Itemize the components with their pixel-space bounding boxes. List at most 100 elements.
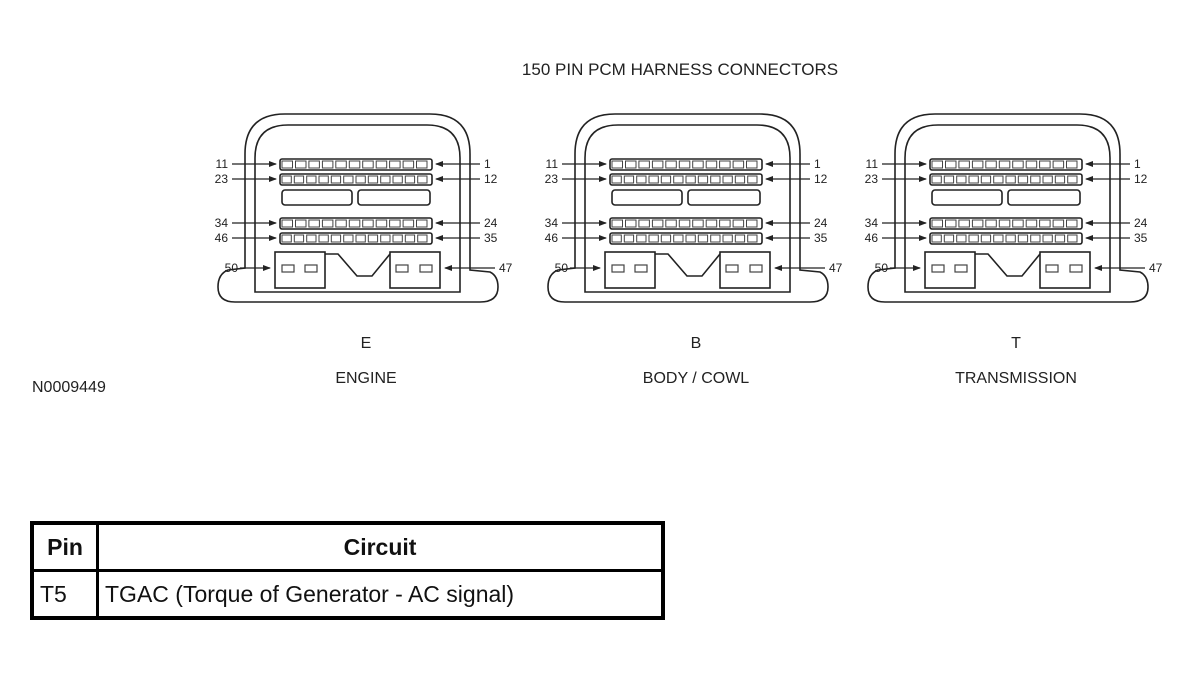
pin-cavity: [985, 219, 997, 228]
pin-cavity: [722, 175, 733, 184]
pin-row: [279, 158, 433, 171]
power-terminal: [634, 264, 648, 273]
pin-cavity: [697, 234, 709, 243]
pin-cavity: [980, 175, 992, 184]
pin-number-label: 35: [484, 231, 498, 245]
pin-cavity: [971, 219, 984, 228]
pin-cavity: [343, 175, 354, 184]
pin-cavity: [719, 219, 731, 228]
connector-name: BODY / COWL: [643, 370, 749, 387]
power-terminal: [954, 264, 968, 273]
pin-cavity: [362, 160, 374, 169]
pin-cavity: [1005, 175, 1016, 184]
pin-row: [279, 173, 433, 186]
pin-cavity: [389, 160, 401, 169]
pin-cavity: [943, 234, 955, 243]
pin-cavity: [416, 219, 428, 228]
pin-number-label: 12: [814, 172, 828, 186]
pin-cavity: [636, 234, 647, 243]
pin-cavity: [931, 175, 942, 184]
pin-number-label: 12: [1134, 172, 1148, 186]
pin-cavity: [375, 160, 388, 169]
pin-cavity: [417, 234, 428, 243]
pin-cavity: [1042, 175, 1053, 184]
power-terminal: [749, 264, 763, 273]
pin-cavity: [1067, 234, 1078, 243]
pin-cavity: [318, 234, 329, 243]
pin-cavity: [705, 219, 718, 228]
pin-cavity: [402, 160, 415, 169]
pin-cavity: [660, 234, 672, 243]
pin-cavity: [678, 219, 691, 228]
blank-slot: [357, 189, 431, 206]
pin-cavity: [722, 234, 733, 243]
pin-cavity: [998, 160, 1011, 169]
pin-cavity: [648, 234, 659, 243]
pin-cavity: [1052, 160, 1065, 169]
power-terminal: [304, 264, 318, 273]
pin-circuit-table: Pin Circuit T5 TGAC (Torque of Generator…: [30, 521, 665, 620]
pin-cavity: [1054, 175, 1066, 184]
pin-cavity: [1067, 175, 1078, 184]
pin-number-label: 11: [216, 157, 229, 171]
pin-cavity: [945, 160, 957, 169]
pin-cavity: [321, 160, 334, 169]
pin-cavity: [404, 175, 416, 184]
pin-row: [609, 173, 763, 186]
terminal-box: [719, 251, 771, 289]
pin-cavity: [330, 175, 342, 184]
power-terminal: [725, 264, 739, 273]
power-terminal: [931, 264, 945, 273]
pin-cavity: [648, 175, 659, 184]
pin-number-label: 24: [484, 216, 498, 230]
pin-cavity: [651, 160, 664, 169]
terminal-box: [274, 251, 326, 289]
connector-inner-frame: [904, 124, 1111, 293]
pin-number-label: 35: [1134, 231, 1148, 245]
table-row: T5 TGAC (Torque of Generator - AC signal…: [30, 569, 665, 620]
pin-cavity: [638, 160, 650, 169]
pin-cavity: [293, 234, 305, 243]
pin-cavity: [980, 234, 992, 243]
pin-cavity: [660, 175, 672, 184]
pin-cavity: [678, 160, 691, 169]
pin-cavity: [306, 175, 317, 184]
pin-cavity: [348, 160, 361, 169]
pin-cavity: [998, 219, 1011, 228]
pin-cavity: [417, 175, 428, 184]
pin-row: [279, 232, 433, 245]
pin-cavity: [1052, 219, 1065, 228]
keying-notch: [325, 253, 391, 277]
pin-cavity: [308, 160, 320, 169]
pin-cavity: [1066, 219, 1078, 228]
pin-number-label: 12: [484, 172, 498, 186]
pin-cavity: [392, 175, 403, 184]
pin-number-label: 23: [545, 172, 559, 186]
pin-cavity: [734, 234, 746, 243]
pin-number-label: 23: [215, 172, 229, 186]
power-terminal: [1045, 264, 1059, 273]
pin-cavity: [321, 219, 334, 228]
pin-cavity: [985, 160, 997, 169]
pin-cavity: [956, 175, 967, 184]
pin-number-label: 47: [1149, 261, 1163, 275]
pin-number-label: 47: [829, 261, 843, 275]
pin-number-label: 34: [865, 216, 879, 230]
pin-cavity: [931, 234, 942, 243]
pin-number-label: 50: [225, 261, 239, 275]
pin-cavity: [362, 219, 374, 228]
pin-cavity: [710, 175, 721, 184]
circuit-column-header: Circuit: [96, 521, 665, 572]
power-terminal: [419, 264, 433, 273]
terminal-box: [924, 251, 976, 289]
pin-number-label: 46: [865, 231, 879, 245]
pin-cavity: [335, 219, 347, 228]
connector-housing: [547, 113, 829, 303]
pin-row: [609, 232, 763, 245]
power-terminal: [395, 264, 409, 273]
connector-letter: E: [361, 335, 372, 352]
pin-cavity: [971, 160, 984, 169]
pin-number-label: 1: [1134, 157, 1141, 171]
